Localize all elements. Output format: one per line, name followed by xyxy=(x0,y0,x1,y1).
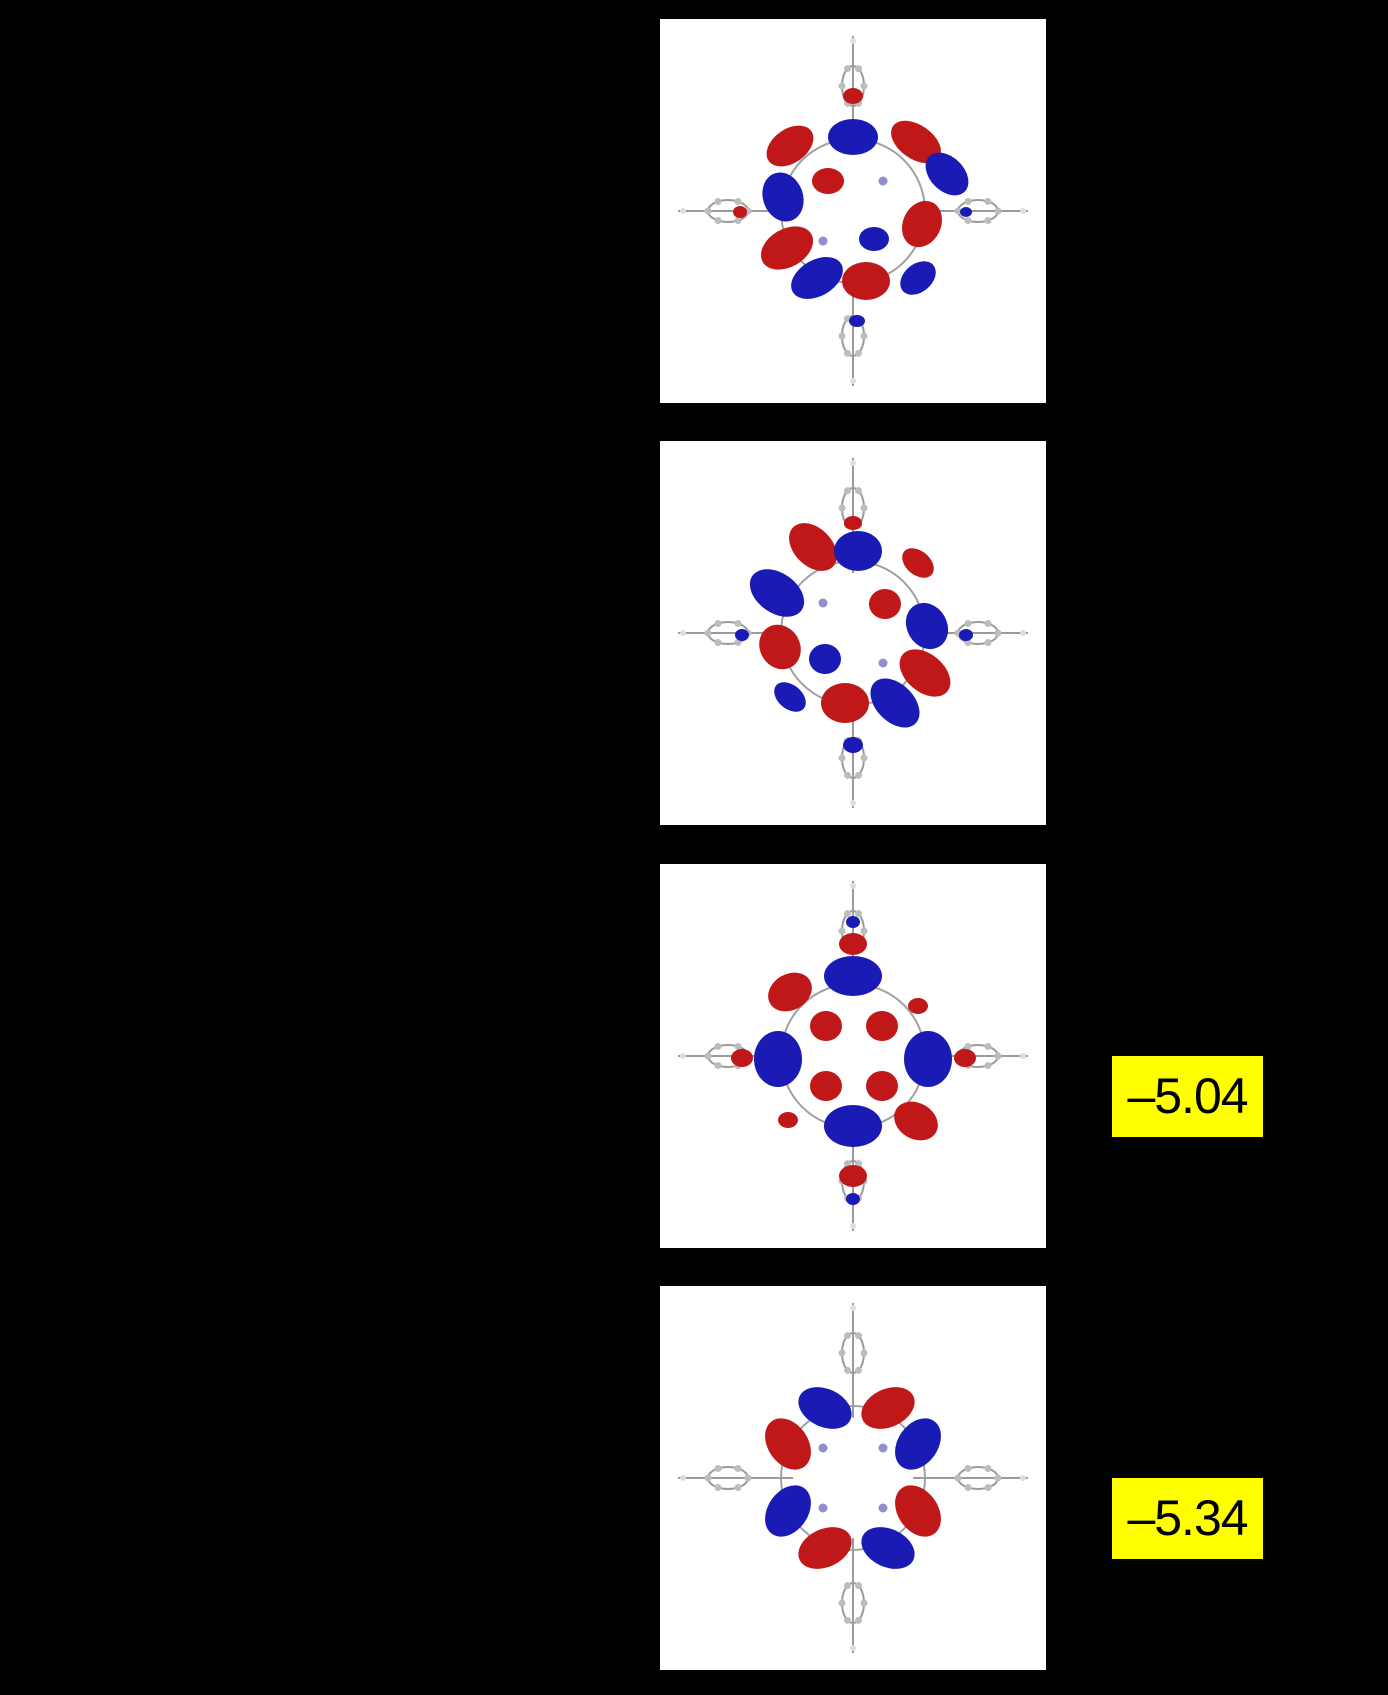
energy-label-3: –5.04 xyxy=(1112,1056,1263,1137)
orbital-lobe xyxy=(960,207,972,217)
orbital-lobe xyxy=(869,589,901,619)
orbital-lobe xyxy=(866,1011,898,1041)
orbital-lobe xyxy=(902,200,942,248)
orbital-panel-3 xyxy=(660,864,1046,1248)
orbital-lobe xyxy=(828,119,878,155)
orbital-lobe xyxy=(760,226,814,270)
orbital-lobe xyxy=(735,629,749,641)
orbital-panel-1 xyxy=(660,19,1046,403)
orbital-lobe xyxy=(846,916,860,928)
orbital-lobe xyxy=(812,168,844,194)
orbital-lobe xyxy=(766,125,814,167)
orbital-lobe xyxy=(870,678,920,728)
orbital-lobe xyxy=(798,1527,852,1569)
orbital-lobe xyxy=(900,261,936,295)
orbital-lobe xyxy=(894,1101,938,1141)
molecular-orbital-icon xyxy=(678,36,1028,386)
orbital-lobe xyxy=(791,257,843,299)
energy-label-4: –5.34 xyxy=(1112,1478,1263,1559)
orbital-lobe xyxy=(861,1527,915,1569)
orbital-lobe xyxy=(899,649,951,697)
orbital-lobe xyxy=(849,315,865,327)
orbital-lobe xyxy=(810,1071,842,1101)
orbital-lobe xyxy=(765,1418,811,1470)
orbital-lobe xyxy=(843,737,863,753)
molecule-skeleton xyxy=(678,1303,1028,1653)
orbital-lobe xyxy=(905,602,949,650)
orbital-lobe xyxy=(866,1071,898,1101)
orbital-lobe xyxy=(839,1165,867,1187)
orbital-lobe xyxy=(839,933,867,955)
orbital-lobe xyxy=(765,1485,811,1537)
orbital-lobe xyxy=(846,1193,860,1205)
orbital-lobe xyxy=(731,1049,753,1067)
orbital-lobe xyxy=(954,1049,976,1067)
orbital-lobe xyxy=(844,516,862,530)
orbital-lobe xyxy=(798,1387,852,1429)
orbital-lobe xyxy=(859,227,889,251)
molecular-orbital-icon xyxy=(678,1303,1028,1653)
orbital-lobe xyxy=(762,172,804,222)
orbital-lobe xyxy=(768,972,812,1012)
molecule-skeleton xyxy=(678,458,1028,808)
orbital-lobe xyxy=(895,1418,941,1470)
orbital-lobe xyxy=(895,1485,941,1537)
orbital-panel-2 xyxy=(660,441,1046,825)
orbital-lobe xyxy=(902,548,934,578)
orbital-lobe xyxy=(754,1031,802,1087)
molecular-orbital-icon xyxy=(678,458,1028,808)
orbital-lobe xyxy=(778,1112,798,1128)
orbital-lobe xyxy=(759,624,801,670)
orbital-lobe xyxy=(824,1105,882,1147)
orbital-lobe xyxy=(824,956,882,996)
orbital-lobe xyxy=(925,152,969,196)
orbital-lobe xyxy=(749,569,805,617)
orbital-lobe xyxy=(861,1387,915,1429)
orbital-lobe xyxy=(842,262,890,300)
orbital-lobe xyxy=(809,644,841,674)
orbital-lobe xyxy=(959,629,973,641)
orbital-panel-4 xyxy=(660,1286,1046,1670)
orbital-lobe xyxy=(843,88,863,104)
orbital-lobe xyxy=(904,1031,952,1087)
orbital-lobe xyxy=(774,682,806,712)
orbital-lobe xyxy=(908,998,928,1014)
orbital-lobe xyxy=(821,683,869,723)
orbital-lobe xyxy=(891,120,941,164)
orbital-lobe xyxy=(733,206,747,218)
orbital-lobe xyxy=(834,531,882,571)
orbital-lobe xyxy=(810,1011,842,1041)
orbital-lobe xyxy=(789,523,837,571)
molecular-orbital-icon xyxy=(678,881,1028,1231)
